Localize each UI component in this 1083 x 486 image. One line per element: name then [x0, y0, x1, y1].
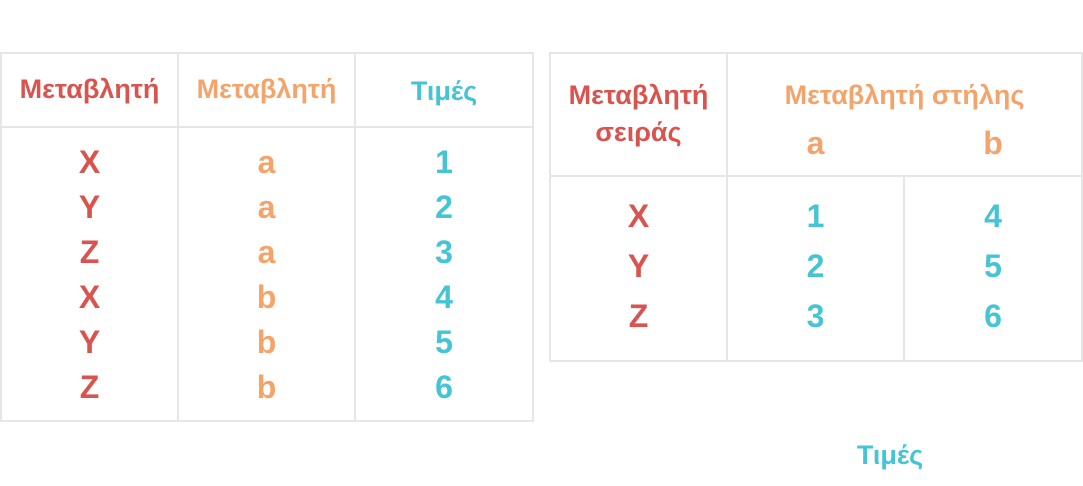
wide-row-cell: X: [627, 198, 650, 234]
wide-row-cell: Z: [628, 298, 649, 334]
long-table-divider-1: [177, 52, 179, 422]
wide-header-row-variable-line2: σειράς: [595, 117, 682, 147]
long-value-cell: 6: [435, 369, 453, 405]
wide-values-caption: Τιμές: [856, 440, 924, 470]
wide-value-cell: 3: [806, 298, 825, 334]
wide-row-cell: Y: [627, 248, 650, 284]
long-header-row-variable: Μεταβλητή: [19, 74, 160, 104]
wide-value-cell: 4: [984, 198, 1002, 234]
wide-table-header-divider: [549, 175, 1083, 177]
wide-value-cell: 2: [806, 248, 825, 284]
long-value-cell: 5: [435, 324, 453, 360]
long-col-cell: a: [257, 234, 276, 270]
wide-header-column-variable: Μεταβλητή στήλης: [784, 80, 1025, 110]
wide-header-col-a: a: [806, 125, 825, 161]
long-table-header-divider: [0, 126, 534, 128]
long-col-cell: b: [256, 279, 277, 315]
long-row-cell: Z: [79, 234, 100, 270]
long-col-cell: b: [256, 369, 277, 405]
wide-value-cell: 6: [984, 298, 1002, 334]
long-value-cell: 2: [435, 189, 453, 225]
wide-table-divider-2: [903, 175, 905, 362]
long-row-cell: X: [78, 144, 101, 180]
wide-header-col-b: b: [983, 125, 1003, 161]
wide-col-a-values: 1 2 3: [728, 198, 903, 348]
long-row-cell: X: [78, 279, 101, 315]
wide-row-variable-column: X Y Z: [551, 198, 726, 348]
long-row-cell: Y: [78, 189, 101, 225]
long-table-divider-2: [354, 52, 356, 422]
wide-col-b-values: 4 5 6: [905, 198, 1081, 348]
long-row-variable-column: X Y Z X Y Z: [2, 144, 177, 414]
long-col-cell: a: [257, 189, 276, 225]
wide-table-divider-1: [726, 52, 728, 362]
long-value-cell: 4: [435, 279, 453, 315]
wide-format-table: [549, 52, 1083, 362]
long-col-cell: b: [256, 324, 277, 360]
long-header-column-variable: Μεταβλητή: [196, 74, 337, 104]
wide-header-row-variable-line1: Μεταβλητή: [568, 80, 709, 110]
wide-value-cell: 1: [806, 198, 825, 234]
long-value-cell: 3: [435, 234, 453, 270]
long-format-table: [0, 52, 534, 422]
long-values-column: 1 2 3 4 5 6: [356, 144, 532, 414]
long-row-cell: Z: [79, 369, 100, 405]
wide-value-cell: 5: [984, 248, 1002, 284]
long-column-variable-column: a a a b b b: [179, 144, 354, 414]
long-value-cell: 1: [435, 144, 453, 180]
long-row-cell: Y: [78, 324, 101, 360]
long-col-cell: a: [257, 144, 276, 180]
long-header-values: Τιμές: [410, 76, 478, 106]
